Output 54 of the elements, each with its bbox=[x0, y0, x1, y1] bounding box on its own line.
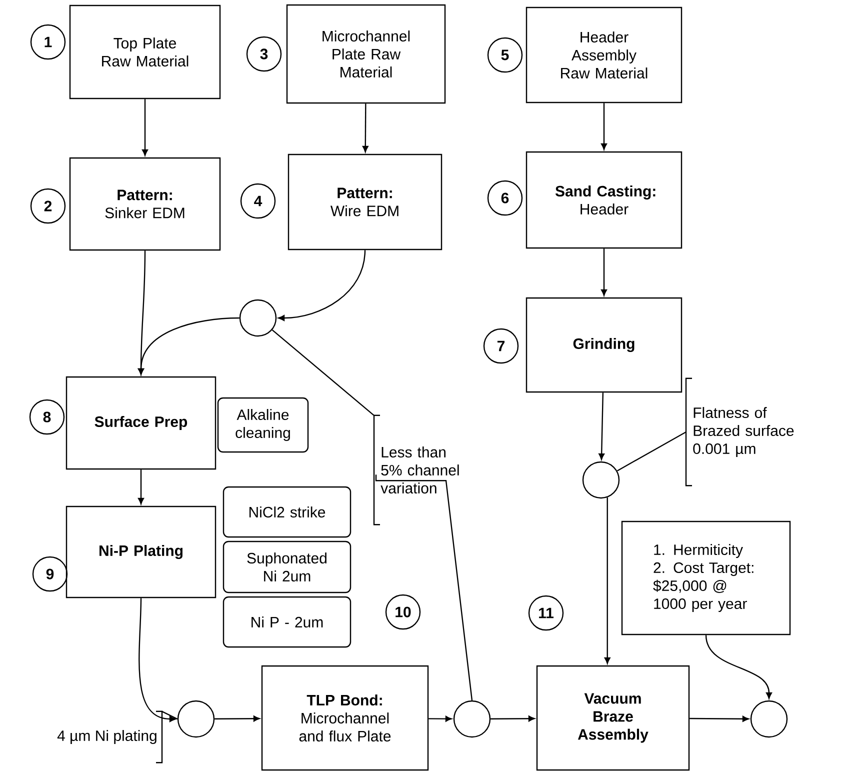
step-number: 11 bbox=[528, 595, 564, 631]
leader-line bbox=[616, 431, 686, 472]
junction-circle bbox=[582, 461, 620, 499]
arrow bbox=[490, 716, 535, 722]
arrow bbox=[705, 635, 772, 699]
note-box: Alkaline cleaning bbox=[217, 397, 309, 453]
process-box: Surface Prep bbox=[66, 376, 216, 470]
annotation-text: Flatness of Brazed surface 0.001 µm bbox=[693, 407, 794, 457]
arrow bbox=[142, 99, 148, 156]
annotation-text: 4 µm Ni plating bbox=[57, 730, 156, 744]
step-number: 8 bbox=[29, 399, 65, 435]
junction-circle bbox=[453, 700, 491, 738]
process-box: Pattern: Sinker EDM bbox=[69, 157, 221, 251]
annotation-text: Less than 5% channel variation bbox=[380, 446, 459, 494]
process-box: Grinding bbox=[526, 297, 682, 393]
leader-line bbox=[162, 710, 178, 720]
process-box: Vacuum Braze Assembly bbox=[536, 665, 690, 771]
arrow bbox=[278, 250, 366, 321]
note-box: Suphonated Ni 2um bbox=[222, 540, 352, 594]
step-number: 9 bbox=[32, 556, 68, 592]
step-number: 7 bbox=[483, 328, 519, 364]
junction-circle bbox=[750, 700, 788, 738]
leader-line bbox=[375, 474, 473, 700]
requirement-box: 1. Hermiticity 2. Cost Target: $25,000 @ 1000 per year bbox=[621, 520, 791, 636]
step-number: 1 bbox=[30, 24, 66, 60]
arrow bbox=[598, 392, 605, 460]
step-number: 6 bbox=[487, 180, 523, 216]
note-box: NiCl2 strike bbox=[222, 486, 352, 538]
arrow bbox=[138, 317, 240, 375]
process-box: Top Plate Raw Material bbox=[69, 4, 221, 100]
leader-line bbox=[272, 330, 374, 416]
arrow bbox=[690, 716, 749, 722]
arrow bbox=[362, 104, 368, 152]
process-box: Sand Casting: Header bbox=[526, 151, 682, 249]
arrow bbox=[601, 248, 607, 296]
arrow bbox=[604, 497, 610, 664]
step-number: 2 bbox=[30, 188, 66, 224]
arrow bbox=[428, 716, 452, 722]
process-box: Pattern: Wire EDM bbox=[288, 154, 442, 250]
step-number: 10 bbox=[385, 594, 421, 630]
arrow bbox=[601, 103, 607, 150]
step-number: 4 bbox=[240, 183, 276, 219]
junction-circle bbox=[239, 299, 277, 337]
arrow bbox=[214, 716, 260, 722]
process-box: TLP Bond: Microchannel and flux Plate bbox=[261, 665, 429, 771]
process-box: Header Assembly Raw Material bbox=[526, 6, 682, 104]
process-box: Microchannel Plate Raw Material bbox=[286, 4, 446, 104]
note-box: Ni P - 2um bbox=[222, 596, 352, 648]
arrow bbox=[138, 470, 144, 504]
junction-circle bbox=[177, 700, 215, 738]
process-box: Ni-P Plating bbox=[66, 506, 216, 598]
step-number: 3 bbox=[246, 36, 282, 72]
step-number: 5 bbox=[487, 37, 523, 73]
arrow bbox=[138, 598, 176, 722]
